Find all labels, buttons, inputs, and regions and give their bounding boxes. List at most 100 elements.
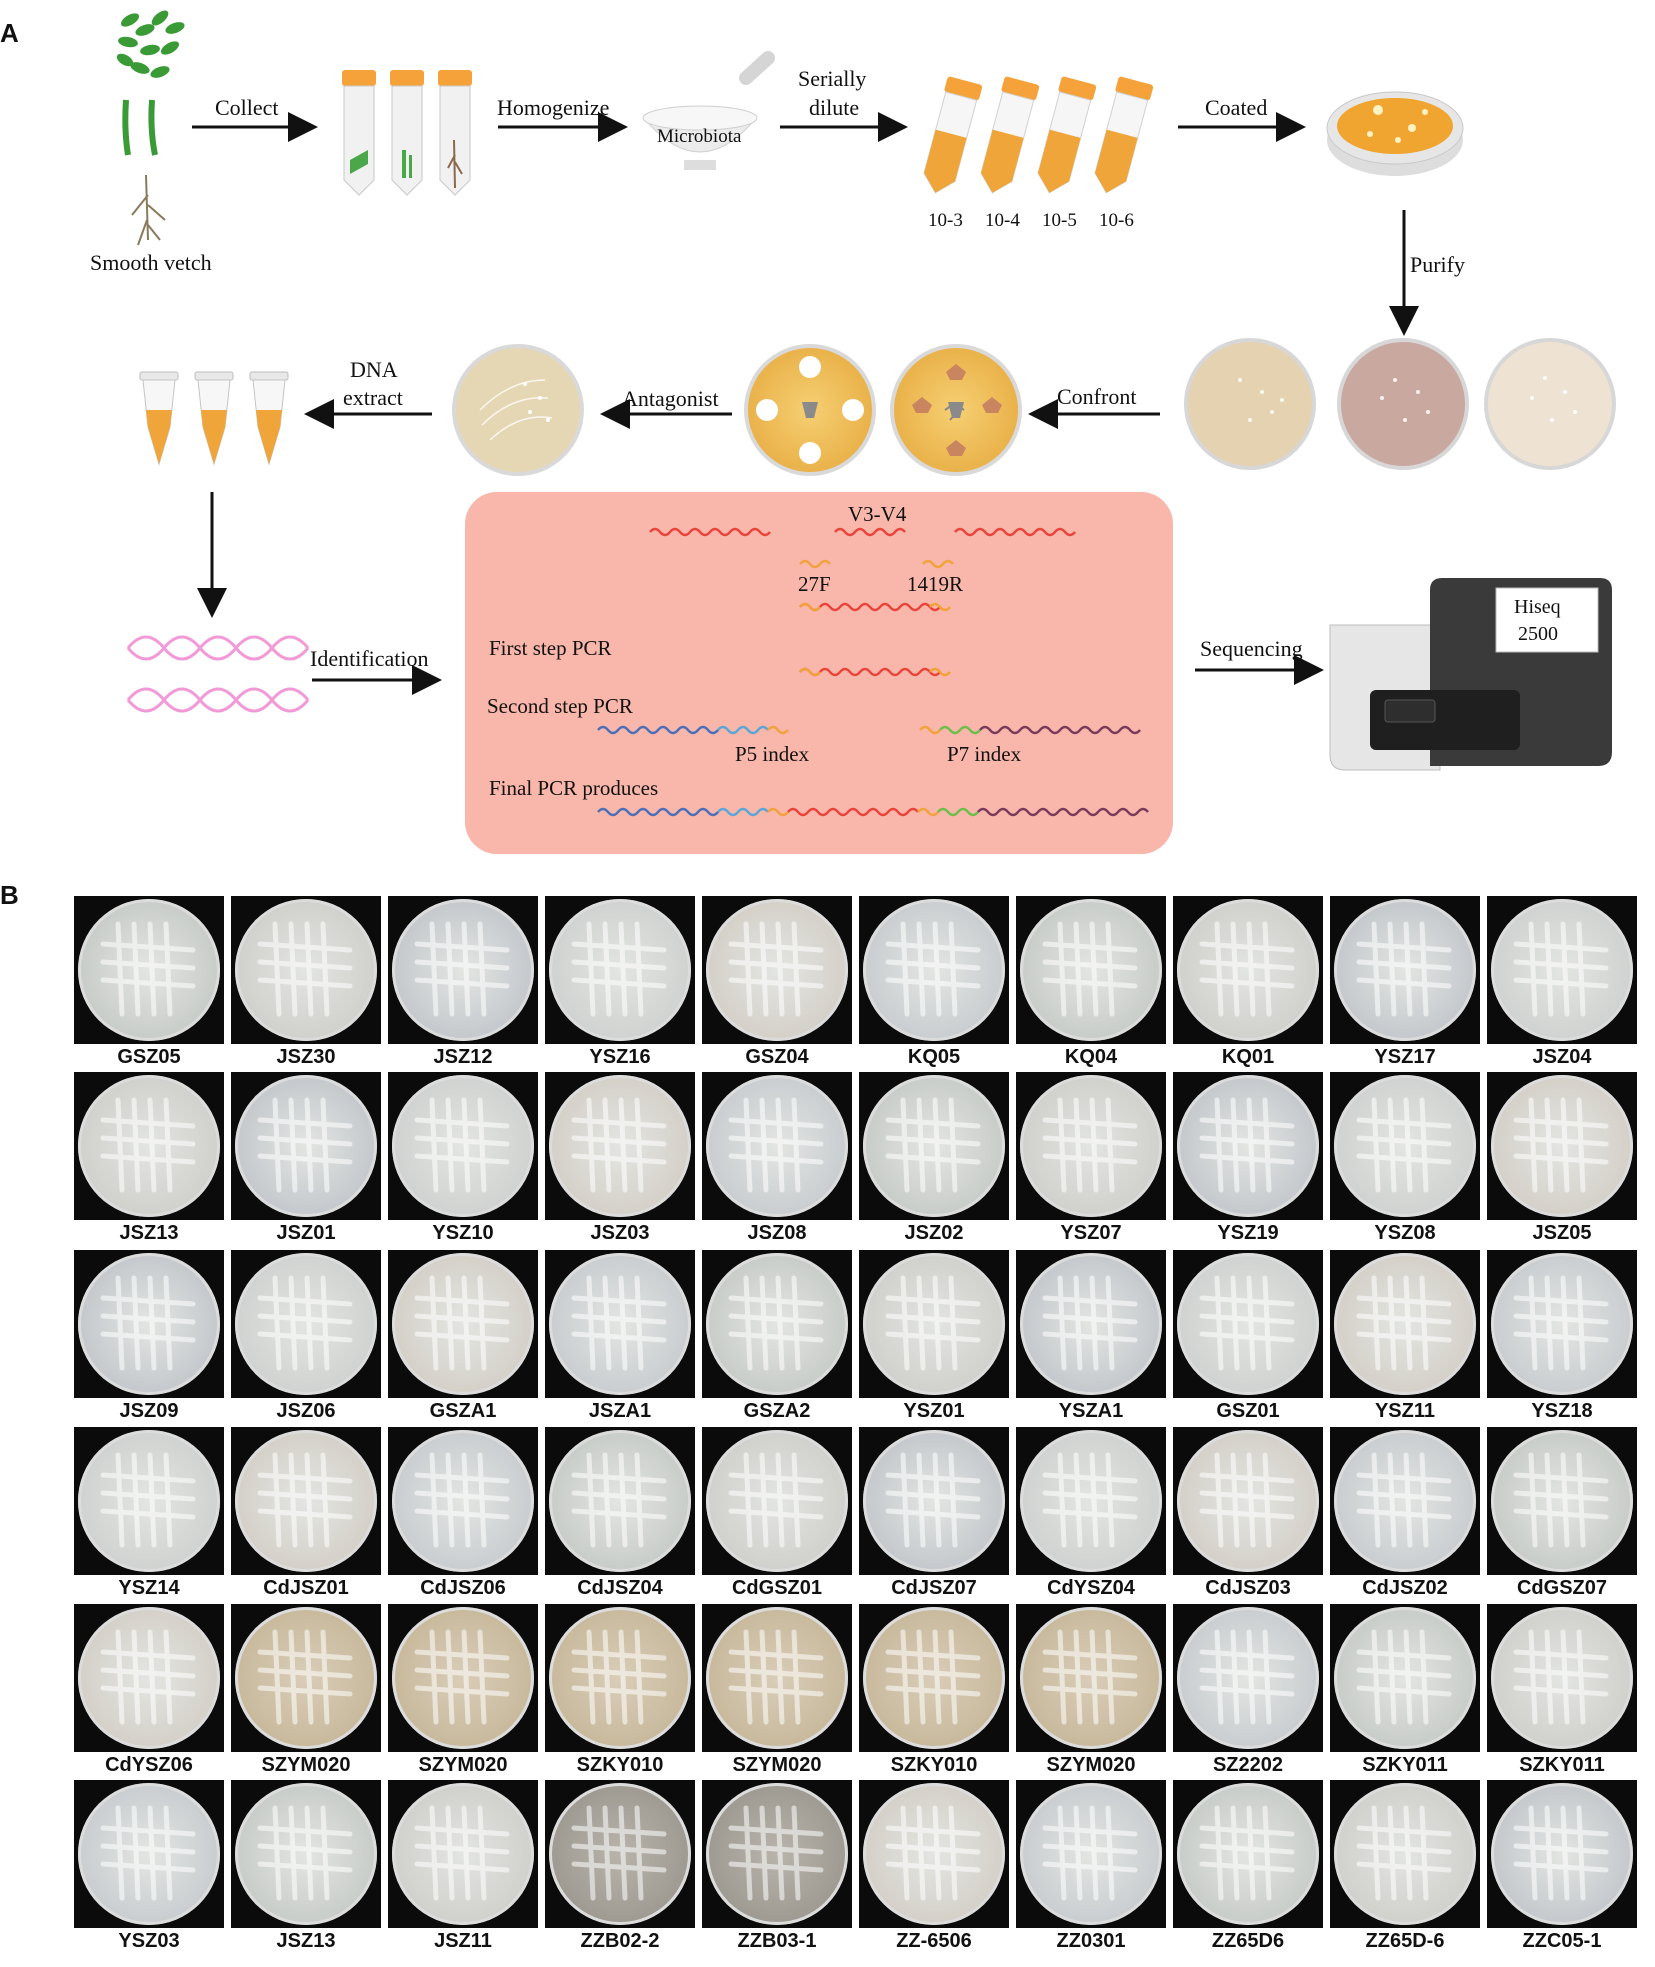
plate-photo xyxy=(1330,896,1480,1044)
streak-pattern xyxy=(1356,1629,1452,1725)
streak-pattern xyxy=(1356,1097,1452,1193)
dna-helix-icon xyxy=(126,635,310,713)
petri-dish xyxy=(1177,1253,1319,1395)
isolate-label: YSZ18 xyxy=(1531,1400,1593,1422)
isolate-label: JSZA1 xyxy=(588,1400,652,1422)
sequencer-model-line1: Hiseq xyxy=(1514,596,1561,618)
petri-dish xyxy=(706,1607,848,1749)
isolate-label: ZZ0301 xyxy=(1056,1930,1126,1952)
streak-pattern xyxy=(414,1452,510,1548)
plate-photo xyxy=(702,1780,852,1928)
isolate-plate: ZZB02-2 xyxy=(545,1780,695,1952)
plate-photo xyxy=(74,1427,224,1575)
petri-dish xyxy=(78,1783,220,1925)
streak-pattern xyxy=(257,1275,353,1371)
streak-pattern xyxy=(1356,1452,1452,1548)
petri-dish xyxy=(1491,1607,1633,1749)
isolate-plate: KQ01 xyxy=(1173,896,1323,1068)
isolate-plate: SZ2202 xyxy=(1173,1604,1323,1776)
dilution-label: 10-4 xyxy=(985,210,1020,231)
streak-pattern xyxy=(1513,921,1609,1017)
petri-dish xyxy=(549,1253,691,1395)
isolate-label: YSZ17 xyxy=(1374,1046,1436,1068)
primer-forward-label: 27F xyxy=(798,572,831,596)
streak-pattern xyxy=(1042,1275,1138,1371)
streak-pattern xyxy=(257,1629,353,1725)
isolate-label: CdJSZ07 xyxy=(891,1577,977,1599)
mortar-pestle-icon xyxy=(642,51,775,170)
streak-pattern xyxy=(257,921,353,1017)
petri-dish xyxy=(1491,899,1633,1041)
plate-photo xyxy=(1487,1250,1637,1398)
isolate-label: SZKY011 xyxy=(1362,1754,1448,1776)
isolate-plate: SZYM020 xyxy=(1016,1604,1166,1776)
streak-pattern xyxy=(1042,1629,1138,1725)
streak-pattern xyxy=(885,1097,981,1193)
isolate-plate: CdGSZ07 xyxy=(1487,1427,1637,1599)
isolate-plate: JSZ13 xyxy=(231,1780,381,1952)
petri-dish xyxy=(1334,1430,1476,1572)
isolate-label: JSZ02 xyxy=(904,1222,964,1244)
isolate-plate: JSZ06 xyxy=(231,1250,381,1422)
plate-photo xyxy=(859,1250,1009,1398)
streak-pattern xyxy=(571,1275,667,1371)
plate-photo xyxy=(1173,1780,1323,1928)
plate-photo xyxy=(1016,1250,1166,1398)
plate-photo xyxy=(545,1780,695,1928)
isolate-label: JSZ13 xyxy=(119,1222,179,1244)
streak-pattern xyxy=(1513,1805,1609,1901)
plate-photo xyxy=(545,1427,695,1575)
isolate-label: SZKY010 xyxy=(576,1754,664,1776)
isolate-plate: YSZ10 xyxy=(388,1072,538,1244)
sequencer-machine-icon xyxy=(1329,578,1612,771)
isolate-label: YSZ14 xyxy=(118,1577,180,1599)
isolate-label: CdJSZ04 xyxy=(577,1577,663,1599)
isolate-label: YSZ10 xyxy=(432,1222,494,1244)
isolate-label: JSZ03 xyxy=(590,1222,650,1244)
plate-photo xyxy=(859,1604,1009,1752)
isolate-label: YSZA1 xyxy=(1058,1400,1124,1422)
plate-photo xyxy=(1173,1427,1323,1575)
isolate-plate: SZKY010 xyxy=(545,1604,695,1776)
petri-dish xyxy=(1020,1607,1162,1749)
streak-pattern xyxy=(728,1629,824,1725)
isolate-plate: ZZ65D6 xyxy=(1173,1780,1323,1952)
petri-dish xyxy=(706,1430,848,1572)
workflow-diagram xyxy=(116,10,1616,771)
streak-pattern xyxy=(100,1805,196,1901)
petri-dish xyxy=(235,1607,377,1749)
streak-pattern xyxy=(257,1805,353,1901)
isolate-label: CdJSZ02 xyxy=(1362,1577,1448,1599)
streak-pattern xyxy=(414,1275,510,1371)
step-confront: Confront xyxy=(1057,384,1137,409)
streak-pattern xyxy=(414,1097,510,1193)
streak-pattern xyxy=(571,921,667,1017)
plate-photo xyxy=(545,1604,695,1752)
streak-pattern xyxy=(885,1629,981,1725)
plate-photo xyxy=(1330,1427,1480,1575)
petri-dish xyxy=(863,899,1005,1041)
isolate-label: JSZ30 xyxy=(276,1046,336,1068)
plate-photo xyxy=(702,896,852,1044)
isolate-label: JSZ01 xyxy=(276,1222,336,1244)
plate-photo xyxy=(1330,1604,1480,1752)
isolate-label: CdJSZ03 xyxy=(1205,1577,1291,1599)
petri-dish xyxy=(1020,1253,1162,1395)
isolate-label: ZZC05-1 xyxy=(1522,1930,1602,1952)
petri-dish xyxy=(392,1253,534,1395)
streak-pattern xyxy=(1042,1097,1138,1193)
isolate-plate: JSZ03 xyxy=(545,1072,695,1244)
isolate-plate: CdYSZ06 xyxy=(74,1604,224,1776)
plate-photo xyxy=(1173,1250,1323,1398)
streak-pattern xyxy=(571,1805,667,1901)
pcr-first-step-label: First step PCR xyxy=(489,636,612,660)
isolate-plate: SZKY011 xyxy=(1330,1604,1480,1776)
isolate-label: YSZ07 xyxy=(1060,1222,1122,1244)
plate-photo xyxy=(545,1072,695,1220)
p5-index-label: P5 index xyxy=(735,742,810,766)
isolate-plate: JSZ05 xyxy=(1487,1072,1637,1244)
isolate-plate: YSZ03 xyxy=(74,1780,224,1952)
step-serially: Serially xyxy=(798,66,867,91)
isolate-label: YSZ01 xyxy=(903,1400,965,1422)
isolate-label: CdGSZ07 xyxy=(1516,1577,1608,1599)
